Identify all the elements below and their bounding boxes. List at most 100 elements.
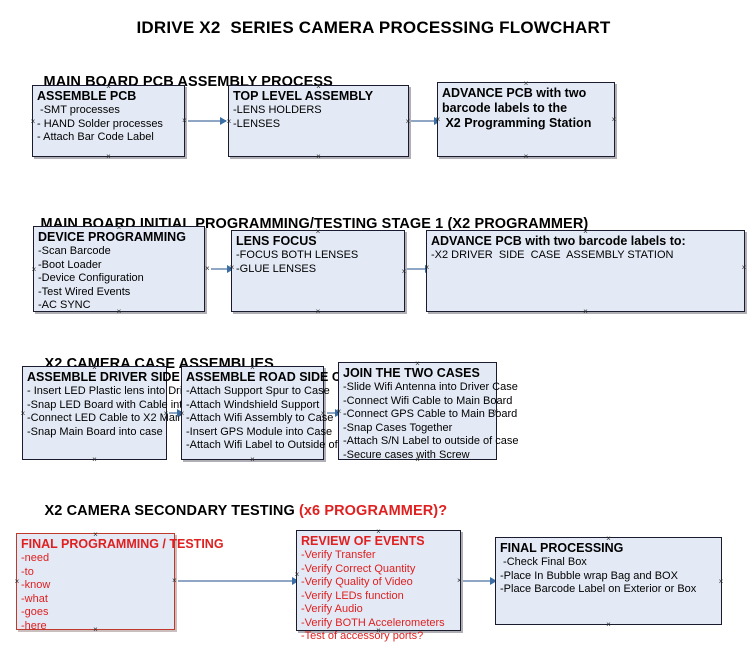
node-advance-pcb-driver-side-case[interactable]: ADVANCE PCB with two barcode labels to: … <box>426 230 745 312</box>
connector-handle-start[interactable]: × <box>205 264 210 273</box>
node-title: FINAL PROGRAMMING / TESTING <box>21 537 224 551</box>
node-line: -know <box>21 579 51 591</box>
resize-handle-left[interactable] <box>30 118 37 125</box>
node-line: -Attach Wifi Label to Outside of Case <box>186 439 367 451</box>
node-line: -AC SYNC <box>38 299 91 311</box>
node-lens-focus[interactable]: LENS FOCUS -FOCUS BOTH LENSES -GLUE LENS… <box>231 230 405 312</box>
node-title: ASSEMBLE ROAD SIDE CASE <box>186 370 367 384</box>
node-line: -Scan Barcode <box>38 245 111 257</box>
node-line: -goes <box>21 606 49 618</box>
node-advance-pcb-programming-station[interactable]: ADVANCE PCB with two barcode labels to t… <box>437 82 615 157</box>
node-join-the-two-cases[interactable]: JOIN THE TWO CASES -Slide Wifi Antenna i… <box>338 362 519 461</box>
node-line: -Snap Cases Together <box>343 421 453 434</box>
node-line: X2 Programming Station <box>442 116 592 130</box>
connector-3-1[interactable] <box>169 409 184 417</box>
connector-2-1[interactable]: × <box>205 265 234 273</box>
resize-handle-bottom[interactable] <box>582 308 589 315</box>
node-line: -SMT processes <box>37 104 120 116</box>
resize-handle-bottom[interactable] <box>91 456 98 463</box>
section-heading-4: X2 CAMERA SECONDARY TESTING (x6 PROGRAMM… <box>28 487 448 535</box>
resize-handle-left[interactable] <box>31 266 38 273</box>
node-line: -GLUE LENSES <box>236 262 317 275</box>
connector-1-1[interactable]: × <box>182 117 227 125</box>
node-top-level-assembly[interactable]: TOP LEVEL ASSEMBLY -LENS HOLDERS -LENSES <box>228 85 409 157</box>
node-line: -Connect GPS Cable to Main Board <box>343 408 518 420</box>
node-title: ADVANCE PCB with two <box>442 86 587 100</box>
resize-handle-right[interactable] <box>741 264 747 271</box>
connector-1-2[interactable] <box>411 117 441 125</box>
node-line: -Attach S/N Label to outside of case <box>343 435 519 447</box>
node-line: -Connect Wifi Cable to Main Board <box>343 394 513 407</box>
node-line: -Snap Main Board into case <box>27 425 163 438</box>
node-line: -Snap LED Board with Cable into Case <box>27 398 218 411</box>
node-title: REVIEW OF EVENTS <box>301 534 425 548</box>
node-line: -Test Wired Events <box>38 285 131 298</box>
node-line: -Slide Wifi Antenna into Driver Case <box>343 381 518 393</box>
node-line: -Secure cases with Screw <box>343 448 470 461</box>
resize-handle-right[interactable] <box>611 116 618 123</box>
resize-handle-left[interactable] <box>14 578 21 585</box>
node-line: -Verify BOTH Accelerometers <box>301 616 445 629</box>
node-line: -Verify Correct Quantity <box>301 562 416 575</box>
node-title: FINAL PROCESSING <box>500 541 624 555</box>
resize-handle-bottom[interactable] <box>605 621 612 628</box>
arrowhead <box>292 577 299 585</box>
resize-handle-bottom[interactable] <box>523 153 530 160</box>
node-line: - Attach Bar Code Label <box>37 131 154 143</box>
node-line: -Check Final Box <box>500 556 587 568</box>
node-line: -Connect LED Cable to X2 Main Board <box>27 412 216 424</box>
node-title: ADVANCE PCB with two barcode labels to: <box>431 234 686 248</box>
resize-handle-bottom[interactable] <box>315 308 322 315</box>
node-line: -what <box>21 592 48 605</box>
node-line: barcode labels to the <box>442 101 568 115</box>
node-line: -Device Configuration <box>38 272 144 284</box>
connector-4-1[interactable]: × <box>172 577 299 585</box>
node-final-processing[interactable]: FINAL PROCESSING -Check Final Box -Place… <box>495 537 722 625</box>
node-final-programming-testing[interactable]: FINAL PROGRAMMING / TESTING -need -to -k… <box>14 533 224 632</box>
node-line: -LENS HOLDERS <box>233 104 322 116</box>
resize-handle-left[interactable] <box>20 410 27 417</box>
node-title: ASSEMBLE DRIVER SIDE CASE <box>27 370 219 384</box>
node-line: -LENSES <box>233 117 281 130</box>
node-line-overflow: -Test of accessory ports? <box>301 630 424 642</box>
node-line: -to <box>21 565 34 578</box>
node-line: -Verify Quality of Video <box>301 576 413 588</box>
node-assemble-pcb[interactable]: ASSEMBLE PCB -SMT processes - HAND Solde… <box>32 85 185 157</box>
node-title: LENS FOCUS <box>236 234 317 248</box>
node-line: -Attach Windshield Support <box>186 398 320 411</box>
node-line: -Verify Audio <box>301 603 363 615</box>
node-line: -need <box>21 552 50 564</box>
node-device-programming[interactable]: DEVICE PROGRAMMING -Scan Barcode -Boot L… <box>33 226 205 312</box>
node-line: -FOCUS BOTH LENSES <box>236 249 359 261</box>
resize-handle-bottom[interactable] <box>315 153 322 160</box>
node-title: DEVICE PROGRAMMING <box>38 230 186 244</box>
connector-4-2[interactable]: × <box>457 577 497 585</box>
resize-handle-bottom[interactable] <box>105 153 112 160</box>
node-title: JOIN THE TWO CASES <box>343 366 480 380</box>
node-line: -Boot Loader <box>38 258 102 271</box>
connector-handle-start[interactable]: × <box>172 576 177 585</box>
connector-handle-start[interactable]: × <box>457 576 462 585</box>
node-line: - Insert LED Plastic lens into Driver Ca… <box>27 385 227 397</box>
node-line: -Insert GPS Module into Case <box>186 425 333 438</box>
section-heading-4-text: X2 CAMERA SECONDARY TESTING <box>44 503 299 519</box>
node-assemble-driver-side-case[interactable]: ASSEMBLE DRIVER SIDE CASE - Insert LED P… <box>20 366 227 463</box>
node-assemble-road-side-case[interactable]: ASSEMBLE ROAD SIDE CASE -Attach Support … <box>181 366 367 463</box>
resize-handle-bottom[interactable] <box>249 456 256 463</box>
arrowhead <box>177 409 184 417</box>
node-line: -Attach Support Spur to Case <box>186 385 330 397</box>
node-line: - HAND Solder processes <box>37 117 163 130</box>
node-line: -X2 DRIVER SIDE CASE ASSEMBLY STATION <box>431 249 674 261</box>
node-title: TOP LEVEL ASSEMBLY <box>233 89 374 103</box>
page-title: IDRIVE X2 SERIES CAMERA PROCESSING FLOWC… <box>136 18 611 37</box>
section-heading-4-accent: (x6 PROGRAMMER)? <box>298 503 448 519</box>
arrowhead <box>220 117 227 125</box>
node-line: -here <box>21 619 47 632</box>
node-line: -Place Barcode Label on Exterior or Box <box>500 583 697 595</box>
connector-handle-start[interactable]: × <box>182 116 187 125</box>
node-review-of-events[interactable]: REVIEW OF EVENTS -Verify Transfer -Verif… <box>296 530 461 642</box>
node-line: -Verify Transfer <box>301 549 376 561</box>
resize-handle-right[interactable] <box>718 578 725 585</box>
arrowhead <box>490 577 497 585</box>
